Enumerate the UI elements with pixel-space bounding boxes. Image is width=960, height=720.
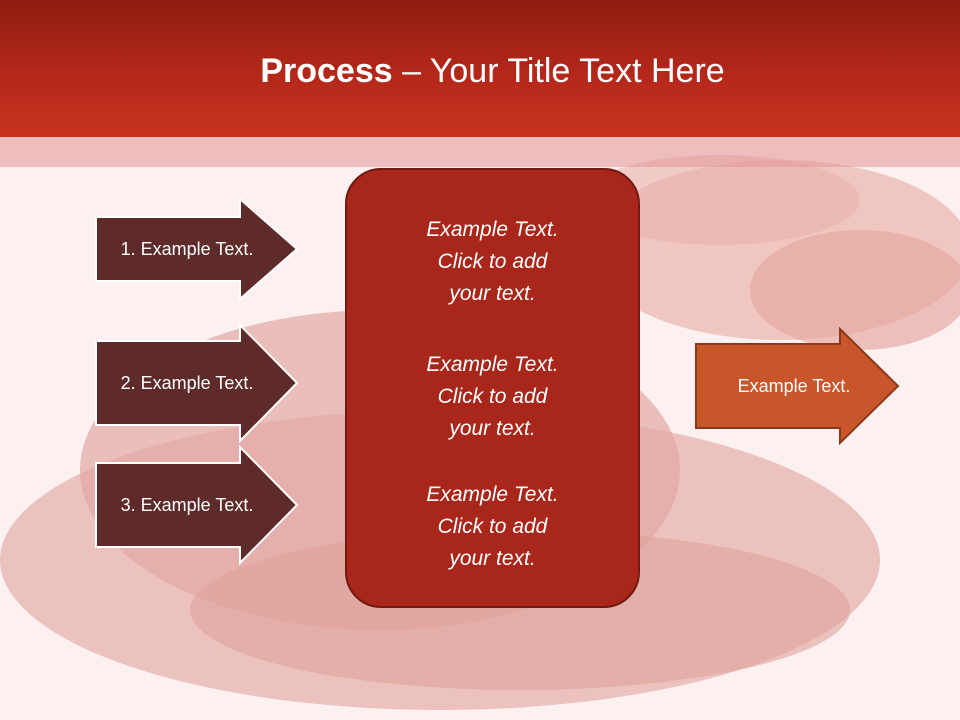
center-block-2: Example Text. Click to add your text. xyxy=(347,349,638,445)
slide-title[interactable]: Process – Your Title Text Here xyxy=(0,52,960,91)
title-strip xyxy=(0,137,960,167)
left-arrow-3[interactable]: 3. Example Text. xyxy=(94,445,299,565)
center-block-3-line-1: Example Text. xyxy=(426,483,559,506)
center-block-2-line-2: Click to add xyxy=(437,385,548,408)
left-arrow-2-label: 2. Example Text. xyxy=(120,372,254,393)
left-arrow-3-label: 3. Example Text. xyxy=(120,494,254,515)
center-block-1-line-1: Example Text. xyxy=(426,218,559,241)
center-block-3-line-3: your text. xyxy=(449,547,536,570)
left-arrow-1[interactable]: 1. Example Text. xyxy=(94,197,299,301)
center-block-1-line-2: Click to add xyxy=(437,250,548,273)
right-arrow-label: Example Text. xyxy=(737,375,851,396)
title-dash: – xyxy=(392,52,430,90)
center-text-box[interactable]: Example Text. Click to add your text. Ex… xyxy=(345,168,640,608)
center-block-1: Example Text. Click to add your text. xyxy=(347,214,638,310)
center-block-3: Example Text. Click to add your text. xyxy=(347,479,638,575)
center-block-2-line-3: your text. xyxy=(449,417,536,440)
left-arrow-1-label: 1. Example Text. xyxy=(120,238,254,259)
title-rest: Your Title Text Here xyxy=(429,52,725,90)
left-arrow-2[interactable]: 2. Example Text. xyxy=(94,323,299,443)
center-block-3-line-2: Click to add xyxy=(437,515,548,538)
title-bold: Process xyxy=(260,52,393,90)
center-block-1-line-3: your text. xyxy=(449,282,536,305)
right-arrow[interactable]: Example Text. xyxy=(694,327,900,445)
title-band xyxy=(0,0,960,137)
center-block-2-line-1: Example Text. xyxy=(426,353,559,376)
